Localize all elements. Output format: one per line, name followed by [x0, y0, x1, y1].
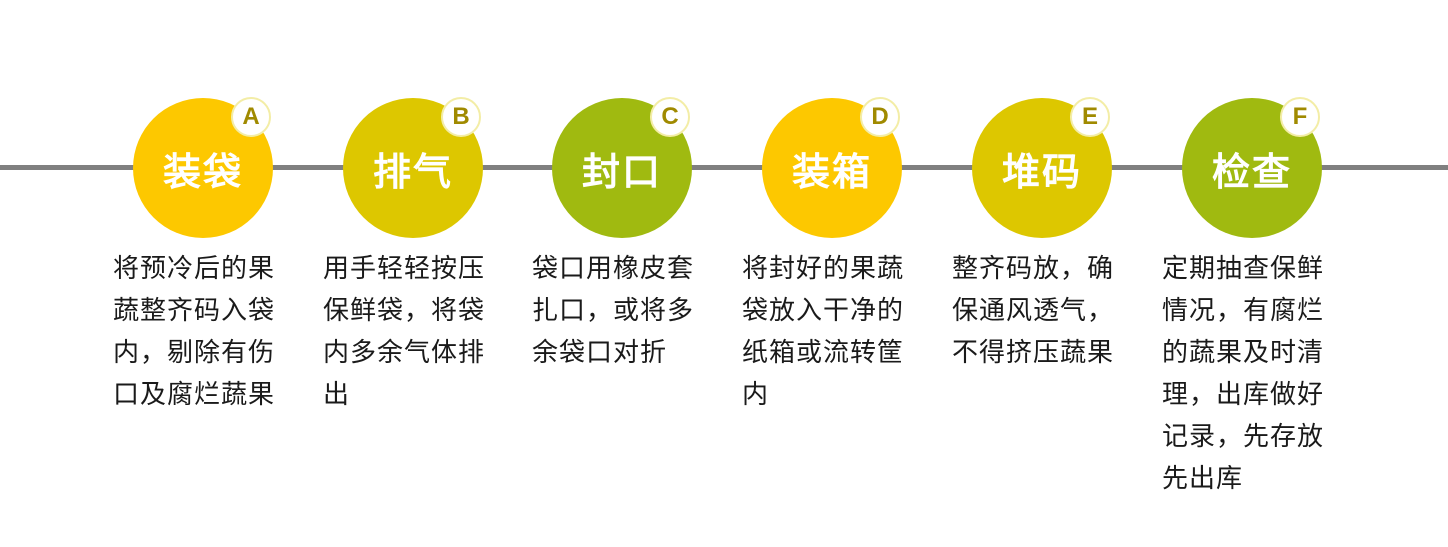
- step-badge-letter: F: [1292, 103, 1308, 130]
- timeline-line: [0, 165, 1448, 170]
- step-title: 装袋: [162, 149, 243, 194]
- step-badge-letter: B: [452, 103, 470, 130]
- step-description: 将封好的果蔬袋放入干净的纸箱或流转筐内: [742, 254, 905, 410]
- step-title: 封口: [581, 149, 662, 194]
- step-title: 装箱: [791, 149, 872, 194]
- step-badge: E: [1070, 97, 1110, 137]
- step-badge-letter: D: [871, 103, 889, 130]
- step-description: 袋口用橡皮套扎口，或将多余袋口对折: [532, 254, 695, 368]
- step-badge: D: [860, 97, 900, 137]
- step-title: 堆码: [1001, 149, 1082, 194]
- step-badge: C: [650, 97, 690, 137]
- step-description: 整齐码放，确保通风透气，不得挤压蔬果: [952, 254, 1115, 368]
- step-description: 定期抽查保鲜情况，有腐烂的蔬果及时清理，出库做好记录，先存放先出库: [1162, 254, 1325, 494]
- step-title: 排气: [372, 149, 453, 194]
- step-badge: A: [231, 97, 271, 137]
- step-description: 将预冷后的果蔬整齐码入袋内，剔除有伤口及腐烂蔬果: [113, 254, 276, 410]
- step-badge-letter: A: [242, 103, 260, 130]
- step-badge: F: [1280, 97, 1320, 137]
- step-title: 检查: [1211, 149, 1292, 194]
- step-description: 用手轻轻按压保鲜袋，将袋内多余气体排出: [323, 254, 486, 410]
- step-badge: B: [441, 97, 481, 137]
- step-badge-letter: C: [661, 103, 679, 130]
- step-badge-letter: E: [1081, 103, 1098, 130]
- step-circle: 检查: [1182, 98, 1322, 238]
